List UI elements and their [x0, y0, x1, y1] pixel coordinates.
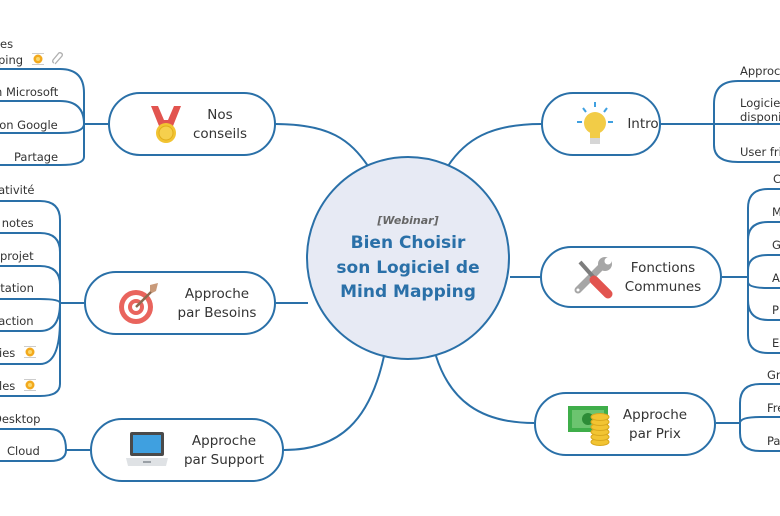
branch-label: Fonctions Communes [624, 260, 702, 295]
branch-intro[interactable]: Intro [541, 92, 661, 156]
branch-approche-support[interactable]: Approche par Support [90, 418, 284, 482]
leaf-fonctions-6[interactable]: Es [772, 336, 780, 350]
leaf-conseils-3[interactable]: n Microsoft [0, 85, 59, 99]
leaf-besoins-2[interactable]: e notes [0, 216, 34, 230]
connector-support [283, 355, 385, 451]
leaf-conseils-2[interactable]: ping [0, 52, 64, 69]
leaf-text: ping [0, 53, 24, 67]
branch-nos-conseils[interactable]: Nos conseils [108, 92, 276, 156]
branch-approche-prix[interactable]: Approche par Prix [534, 392, 716, 456]
leaf-conseils-1[interactable]: es [0, 37, 14, 51]
money-icon [566, 402, 614, 452]
leaf-text: les [0, 379, 16, 393]
branch-approche-besoins[interactable]: Approche par Besoins [84, 271, 276, 335]
tools-icon [572, 256, 616, 304]
connector-conseils [274, 123, 369, 167]
lightbulb-icon [573, 100, 617, 152]
leaf-besoins-3[interactable]: projet [0, 249, 34, 263]
leaf-prix-3[interactable]: Pa [767, 434, 780, 448]
branch-label: Approche par Support [183, 433, 265, 468]
branch-label: Approche par Prix [622, 407, 688, 442]
leaf-conseils-4[interactable]: ion Google [0, 118, 58, 132]
leaf-conseils-5[interactable]: Partage [14, 150, 59, 164]
leaf-intro-2[interactable]: Logiciel [740, 96, 780, 110]
leaf-intro-2b[interactable]: disponil [740, 110, 780, 124]
branch-label: Intro [627, 116, 659, 132]
target-icon [116, 281, 162, 331]
leaf-besoins-5[interactable]: laction [0, 314, 34, 328]
leaf-prix-2[interactable]: Fre [767, 401, 780, 415]
leaf-fonctions-3[interactable]: G [772, 238, 780, 252]
central-topic[interactable]: [Webinar] Bien Choisir son Logiciel de M… [306, 156, 510, 360]
central-subtitle: [Webinar] [377, 214, 439, 227]
leaf-besoins-7[interactable]: les [0, 379, 37, 394]
sticker-icon [23, 379, 37, 394]
leaf-intro-1[interactable]: Approch [740, 64, 780, 78]
connector-intro [447, 123, 542, 167]
leaf-fonctions-5[interactable]: P [772, 303, 779, 317]
leaf-fonctions-1[interactable]: C [773, 172, 780, 186]
central-title: Bien Choisir son Logiciel de Mind Mappin… [336, 233, 480, 302]
branch-fonctions-communes[interactable]: Fonctions Communes [540, 246, 722, 308]
leaf-intro-3[interactable]: User frie [740, 145, 780, 159]
connector-prix [435, 355, 535, 424]
leaf-prix-1[interactable]: Gr [767, 368, 780, 382]
leaf-besoins-6[interactable]: ies [0, 346, 37, 361]
leaf-besoins-4[interactable]: ntation [0, 281, 34, 295]
sticker-icon [23, 346, 37, 361]
branch-label: Nos conseils [192, 107, 248, 142]
medal-icon [146, 104, 186, 150]
paperclip-icon[interactable] [52, 52, 64, 69]
leaf-support-1[interactable]: Desktop [0, 412, 41, 426]
leaf-text: ies [0, 346, 16, 360]
leaf-fonctions-4[interactable]: A [772, 271, 780, 285]
leaf-support-2[interactable]: Cloud [7, 444, 40, 458]
laptop-icon [124, 430, 170, 474]
sticker-icon [31, 53, 45, 68]
leaf-fonctions-2[interactable]: M [772, 205, 780, 219]
branch-label: Approche par Besoins [177, 286, 257, 321]
